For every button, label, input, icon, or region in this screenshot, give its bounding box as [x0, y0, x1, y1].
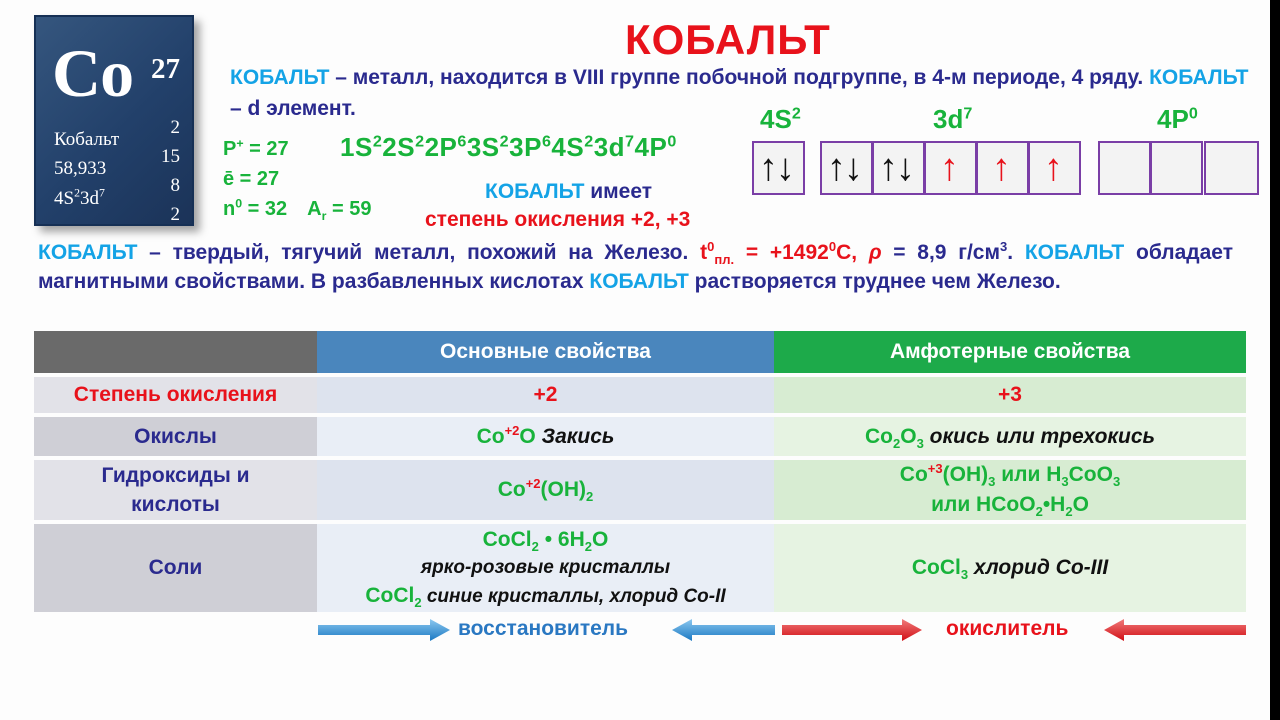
- orbital-label-4p: 4P0: [1157, 104, 1198, 134]
- shell-4: 2: [170, 204, 181, 225]
- orbital-cell-3d-1: ↑ ↓: [820, 141, 873, 195]
- orbital-cell-3d-4: ↑: [976, 141, 1029, 195]
- up-arrow-icon: ↑: [879, 147, 898, 189]
- orbital-cell-4p-2: [1150, 141, 1203, 195]
- orbital-cell-3d-3: ↑: [924, 141, 977, 195]
- shell-3: 8: [170, 175, 181, 196]
- up-arrow-icon: ↑: [940, 147, 959, 189]
- shell-1: 2: [170, 117, 181, 138]
- reducer-label: восстановитель: [458, 617, 629, 640]
- cell-hydroxide-basic: Co+2(OH)2: [317, 458, 774, 524]
- valence-config: 4S23d7: [54, 186, 105, 209]
- protons-line: P+ = 27: [223, 136, 289, 160]
- row-label-salts: Соли: [34, 522, 317, 616]
- cell-oxide-amphoteric: Co2O3 окись или трехокись: [774, 415, 1246, 460]
- page-title: КОБАЛЬТ: [625, 16, 831, 63]
- orbital-cell-4p-1: [1098, 141, 1151, 195]
- has-line: КОБАЛЬТ имеет: [485, 180, 653, 203]
- up-arrow-icon: ↑: [827, 147, 846, 189]
- header-basic: Основные свойства: [317, 331, 774, 377]
- cell-salt-basic: CoCl2 • 6H2O ярко-розовые кристаллы CoCl…: [317, 522, 774, 616]
- element-name: Кобальт: [54, 129, 120, 150]
- up-arrow-icon: ↑: [992, 147, 1011, 189]
- intro-text: КОБАЛЬТ – металл, находится в VIII групп…: [230, 66, 1249, 120]
- down-arrow-icon: ↓: [844, 147, 863, 189]
- properties-table: Основные свойства Амфотерные свойства Ст…: [34, 331, 1246, 616]
- up-arrow-icon: ↑: [759, 147, 778, 189]
- orbital-cell-3d-2: ↑ ↓: [872, 141, 925, 195]
- left-arrow-icon: [1104, 619, 1246, 641]
- orbital-cell-4s: ↑ ↓: [752, 141, 805, 195]
- electron-configuration: 1S22S22P63S23P64S23d74P0: [340, 132, 677, 162]
- oxidizer-label: окислитель: [946, 617, 1069, 640]
- orbital-cell-3d-5: ↑: [1028, 141, 1081, 195]
- table-row: Окислы Co+2O Закись Co2O3 окись или трех…: [34, 415, 1246, 460]
- table-header-row: Основные свойства Амфотерные свойства: [34, 331, 1246, 377]
- shell-2: 15: [161, 146, 180, 167]
- orbital-cell-4p-3: [1204, 141, 1259, 195]
- right-arrow-icon: [318, 619, 450, 641]
- cell-hydroxide-amphoteric: Co+3(OH)3 или H3CoO3 или HCoO2•H2O: [774, 458, 1246, 524]
- down-arrow-icon: ↓: [896, 147, 915, 189]
- row-label-oxides: Окислы: [34, 415, 317, 460]
- element-symbol: Co: [52, 35, 134, 111]
- header-empty-cell: [34, 331, 317, 377]
- row-label-oxidation: Степень окисления: [34, 375, 317, 417]
- cell-salt-amphoteric: CoCl3 хлорид Co-III: [774, 522, 1246, 616]
- atomic-mass: 58,933: [54, 158, 107, 179]
- electron-shells: 2 15 8 2: [161, 113, 180, 229]
- table-row: Степень окисления +2 +3: [34, 375, 1246, 417]
- header-amphoteric: Амфотерные свойства: [774, 331, 1246, 377]
- cell-oxidation-amphoteric: +3: [774, 375, 1246, 417]
- cell-oxidation-basic: +2: [317, 375, 774, 417]
- element-tile: Co 27 2 15 8 2 Кобальт 58,933 4S23d7: [34, 15, 194, 226]
- up-arrow-icon: ↑: [1044, 147, 1063, 189]
- orbital-label-4s: 4S2: [760, 104, 801, 134]
- atomic-number: 27: [151, 53, 180, 85]
- table-row: Соли CoCl2 • 6H2O ярко-розовые кристаллы…: [34, 522, 1246, 616]
- properties-text: КОБАЛЬТ – твердый, тягучий металл, похож…: [38, 239, 1233, 293]
- orbital-label-3d: 3d7: [933, 104, 973, 134]
- oxidation-states-line: степень окисления +2, +3: [425, 208, 691, 231]
- left-arrow-icon: [672, 619, 775, 641]
- electrons-line: ē = 27: [223, 168, 280, 190]
- right-arrow-icon: [782, 619, 922, 641]
- cell-oxide-basic: Co+2O Закись: [317, 415, 774, 460]
- down-arrow-icon: ↓: [776, 147, 795, 189]
